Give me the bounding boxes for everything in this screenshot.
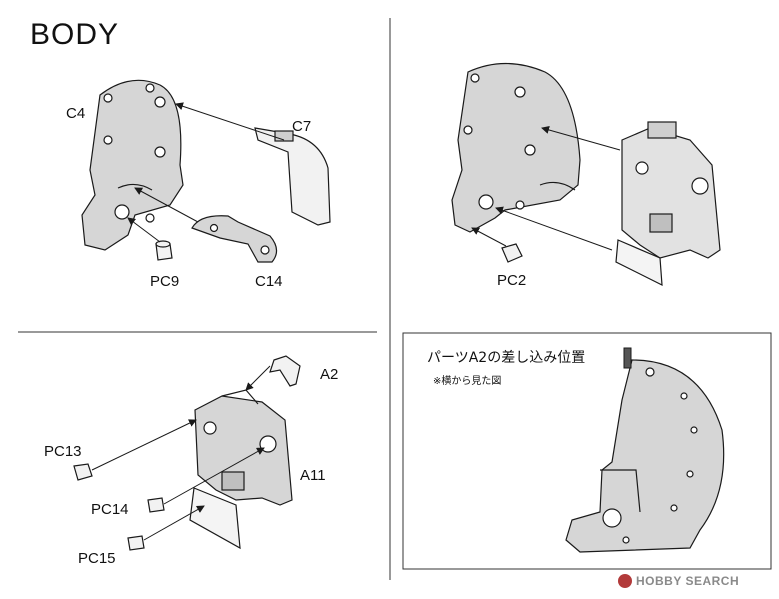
side-view-a2-insert: [623, 347, 632, 369]
label-pc14: PC14: [91, 501, 129, 518]
part-c4: [81, 79, 184, 251]
label-a11: A11: [300, 467, 326, 484]
arrow-shell-top: [541, 126, 621, 151]
part-inner-shell: [615, 121, 721, 287]
part-assembled-body: [451, 62, 581, 233]
side-view-subtitle: ※横から見た図: [433, 376, 502, 387]
part-pc14: [147, 497, 165, 513]
watermark: HOBBY SEARCH: [618, 574, 739, 588]
arrow-c14: [134, 187, 199, 223]
label-a2: A2: [320, 366, 339, 383]
label-pc9: PC9: [150, 273, 180, 290]
arrow-pc14: [163, 447, 265, 505]
label-c4: C4: [66, 105, 86, 122]
label-c7: C7: [292, 118, 312, 135]
arrow-pc13: [91, 419, 197, 471]
label-pc13: PC13: [44, 443, 82, 460]
part-a11: [189, 389, 293, 550]
part-c14: [191, 215, 278, 263]
label-pc15: PC15: [78, 550, 116, 567]
hobbysearch-logo-icon: [618, 574, 632, 588]
label-pc2: PC2: [497, 272, 527, 289]
side-view-frame: [402, 332, 772, 570]
part-a2: [269, 355, 301, 387]
arrow-c7: [175, 102, 285, 141]
arrow-shell-bottom: [495, 206, 613, 251]
part-pc13: [73, 463, 93, 481]
part-pc2: [501, 243, 523, 263]
arrow-pc2: [471, 227, 507, 247]
arrow-pc9: [127, 217, 161, 243]
arrow-pc15: [143, 505, 205, 541]
part-c7: [254, 127, 331, 226]
part-pc15: [127, 535, 145, 551]
label-c14: C14: [255, 273, 283, 290]
watermark-text: HOBBY SEARCH: [636, 574, 740, 588]
arrow-a2: [245, 365, 271, 391]
part-pc9: [155, 240, 173, 261]
side-view-part: [565, 359, 725, 553]
page-title: BODY: [30, 18, 120, 51]
side-view-title: パーツA2の差し込み位置: [427, 350, 586, 366]
